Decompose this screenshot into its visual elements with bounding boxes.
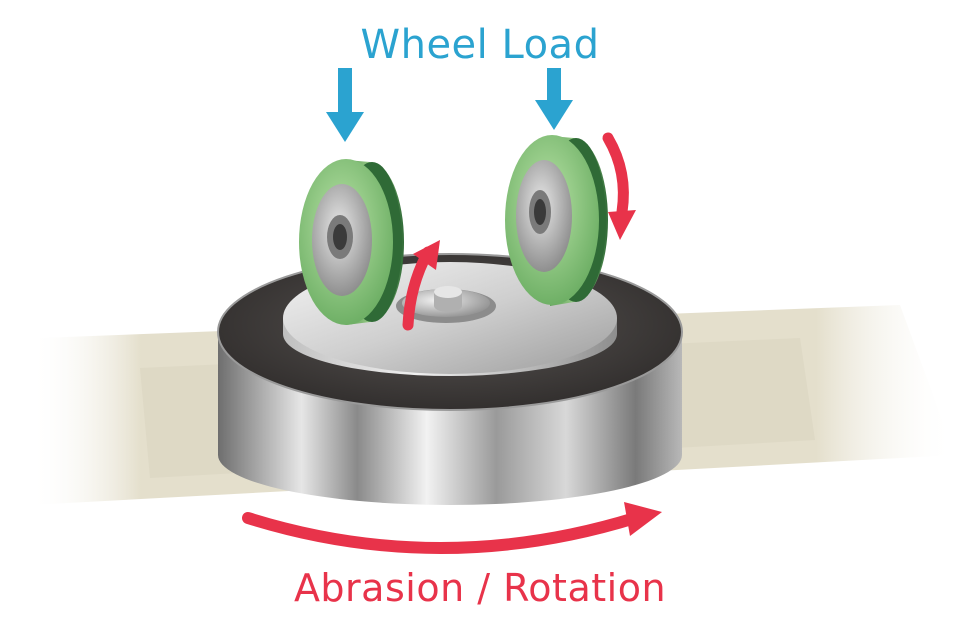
center-hub	[396, 286, 496, 323]
curved-arrow-icon	[402, 240, 440, 331]
down-arrow-icon	[535, 68, 573, 130]
left-abrasive-wheel	[299, 159, 404, 325]
right-abrasive-wheel	[505, 135, 608, 306]
curved-arrow-icon	[602, 132, 636, 240]
abrasion-rotation-label: Abrasion / Rotation	[293, 566, 667, 610]
curved-arrow-icon	[242, 502, 662, 554]
wheel-load-label: Wheel Load	[360, 22, 600, 68]
down-arrow-icon	[326, 68, 364, 142]
